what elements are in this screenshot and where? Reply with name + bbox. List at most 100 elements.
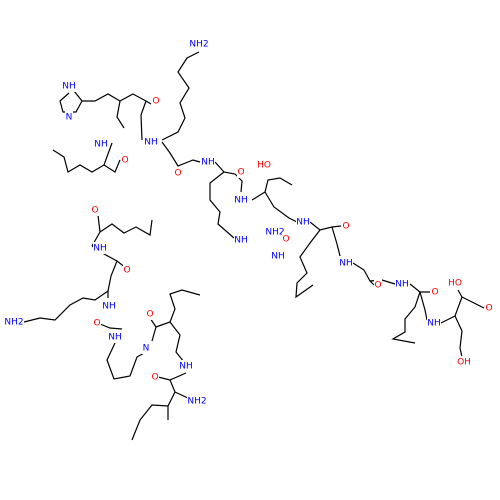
atom-nh-gua2: NH: [271, 250, 285, 262]
atom-label: NH: [296, 218, 310, 228]
atom-o-leu4: O: [146, 308, 154, 320]
atom-background: [271, 250, 285, 262]
atom-o-lys1: O: [174, 167, 182, 179]
atom-background: [94, 138, 108, 150]
bond-path-15: [352, 262, 375, 286]
bond-path-12: [309, 221, 342, 231]
atom-o-ile: O: [151, 371, 159, 383]
atom-label: NH2: [187, 397, 206, 407]
atom-n-pro: N: [142, 342, 150, 354]
atom-label: NH2: [189, 40, 208, 50]
atom-label: NH: [234, 196, 248, 206]
atom-label: NH: [102, 302, 116, 312]
atom-background: [152, 95, 160, 107]
atom-o-pro: O: [93, 317, 101, 329]
bond-path-4: [140, 100, 147, 141]
atom-nh-gua: NH: [234, 234, 248, 246]
atom-label: O: [151, 373, 158, 383]
bond-path-17: [409, 283, 430, 293]
atom-nh2-gua: NH2: [265, 226, 285, 238]
atom-background: [342, 220, 350, 232]
atom-label: O: [342, 222, 349, 232]
atom-label: O: [431, 288, 438, 298]
atom-background: [201, 156, 215, 168]
bond-layer: [23, 51, 485, 441]
atom-nh-his: NH: [62, 80, 76, 92]
atom-background: [108, 331, 122, 343]
bond-path-1: [59, 90, 83, 113]
atom-label: OH: [457, 358, 471, 368]
atom-background: [187, 395, 207, 407]
bond-path-27: [23, 290, 109, 323]
atom-label: O: [282, 235, 289, 245]
atom-nh2-ile: NH2: [187, 395, 207, 407]
atom-background: [102, 300, 116, 312]
atom-label: N: [66, 113, 73, 123]
bond-path-26: [107, 260, 118, 298]
atom-nh-leu1: NH: [94, 138, 108, 150]
atom-background: [142, 342, 150, 354]
atom-n-his: N: [65, 111, 73, 123]
atom-oh-ser: OH: [457, 356, 471, 368]
atom-nh2-lys2: NH2: [4, 316, 24, 328]
atom-background: [339, 257, 353, 269]
bond-path-10: [251, 177, 293, 201]
bond-path-0: [161, 51, 200, 141]
bond-path-13: [295, 229, 321, 299]
bond-path-28: [106, 342, 147, 380]
atom-o-thr: O: [282, 233, 290, 245]
atom-label: NH: [234, 236, 248, 246]
atom-background: [4, 316, 24, 328]
atom-background: [65, 111, 73, 123]
atom-background: [448, 277, 462, 289]
atom-o-arg: O: [237, 166, 245, 178]
atom-nh-gly: NH: [339, 257, 353, 269]
atom-background: [234, 234, 248, 246]
atom-label: O: [374, 281, 381, 291]
atom-label: N: [143, 344, 150, 354]
bond-path-34: [131, 379, 176, 441]
atom-label: NH: [108, 333, 122, 343]
atom-background: [151, 371, 159, 383]
bond-path-9: [209, 171, 235, 239]
atom-label: HO: [257, 161, 271, 171]
atom-background: [146, 308, 154, 320]
bond-path-7: [161, 141, 201, 167]
bond-path-22: [454, 315, 463, 358]
atom-nh-pro: NH: [108, 331, 122, 343]
atom-background: [123, 264, 131, 276]
bond-path-18: [391, 291, 421, 344]
atom-nh-leu3: NH: [395, 278, 409, 290]
bond-path-14: [331, 226, 341, 257]
atom-background: [257, 159, 271, 171]
atom-label: O: [485, 304, 492, 314]
atom-background: [427, 317, 441, 329]
bond-path-11: [264, 191, 298, 223]
atom-background: [179, 360, 193, 372]
atom-o-leu1: O: [121, 154, 129, 166]
atom-o-lys2: O: [123, 264, 131, 276]
atom-label: NH: [93, 244, 107, 254]
atom-label: NH: [427, 319, 441, 329]
atom-label: O: [152, 97, 159, 107]
atom-label: O: [123, 266, 130, 276]
atom-background: [282, 233, 290, 245]
atom-label: O: [91, 206, 98, 216]
bond-path-32: [169, 321, 185, 363]
atom-label: NH2: [4, 318, 23, 328]
bond-path-6: [103, 159, 121, 173]
bond-path-8: [214, 161, 243, 193]
atom-label: NH: [339, 259, 353, 269]
atom-nh-val: NH: [93, 242, 107, 254]
atom-nh-arg: NH: [201, 156, 215, 168]
atom-background: [296, 216, 310, 228]
atom-label: NH: [179, 362, 193, 372]
atom-background: [237, 166, 245, 178]
bond-path-29: [99, 323, 123, 330]
bond-path-24: [97, 214, 101, 233]
atom-label: NH: [94, 140, 108, 150]
atom-background: [144, 136, 158, 148]
